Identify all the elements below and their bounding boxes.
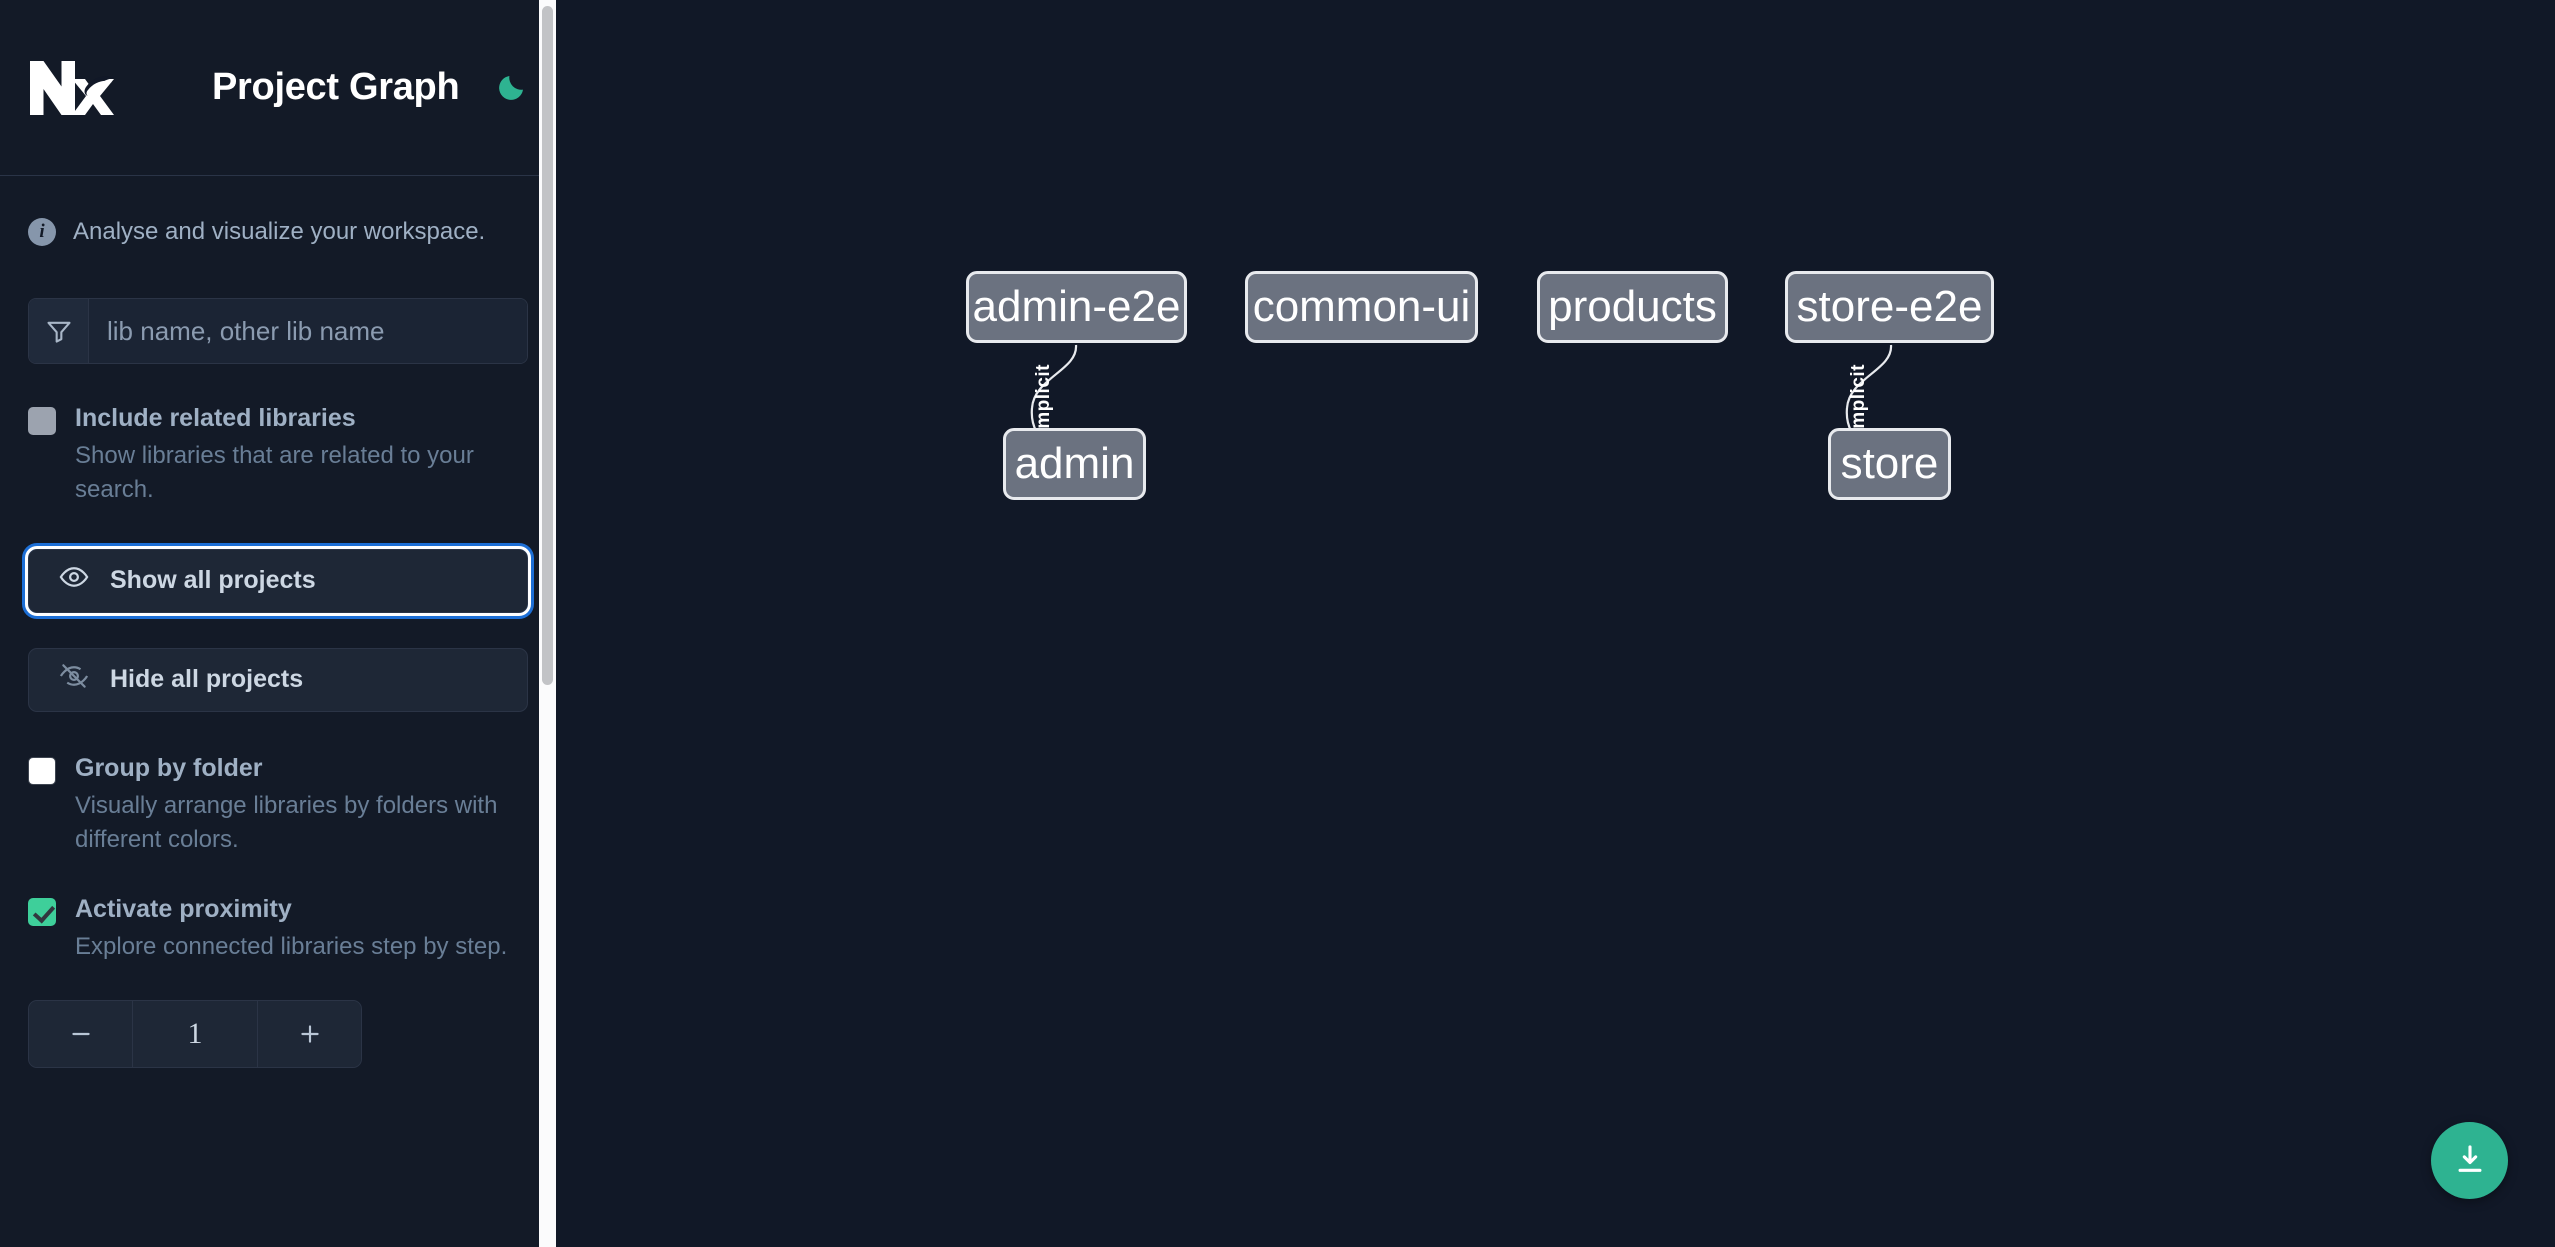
filter-bar (28, 298, 528, 364)
graph-node-store-e2e[interactable]: store-e2e (1785, 271, 1994, 343)
graph-node-admin[interactable]: admin (1003, 428, 1146, 500)
graph-node-common-ui[interactable]: common-ui (1245, 271, 1478, 343)
edge-label-implicit: implicit (1033, 364, 1054, 435)
moon-icon[interactable] (491, 68, 531, 108)
option-label: Group by folder (75, 753, 263, 782)
hide-all-projects-button[interactable]: Hide all projects (28, 647, 528, 712)
option-description: Explore connected libraries step by step… (75, 932, 508, 960)
hide-all-projects-label: Hide all projects (110, 665, 304, 694)
checkbox-activate-proximity[interactable] (28, 897, 56, 926)
proximity-stepper: 1 (28, 999, 362, 1068)
eye-off-icon (59, 661, 89, 698)
page-title: Project Graph (212, 66, 460, 108)
show-all-projects-label: Show all projects (110, 566, 316, 595)
nx-logo-icon (28, 57, 120, 119)
tagline: i Analyse and visualize your workspace. (28, 218, 528, 246)
funnel-icon[interactable] (29, 299, 89, 363)
show-all-projects-button[interactable]: Show all projects (25, 545, 531, 616)
proximity-value: 1 (187, 1016, 203, 1050)
option-description: Visually arrange libraries by folders wi… (75, 791, 498, 853)
minus-icon[interactable] (29, 1000, 133, 1067)
graph-node-store[interactable]: store (1828, 428, 1951, 500)
sidebar: Project Graph i Analyse and visualize yo… (0, 0, 556, 1247)
option-activate-proximity[interactable]: Activate proximity Explore connected lib… (28, 893, 528, 964)
info-icon: i (28, 218, 56, 246)
option-group-by-folder[interactable]: Group by folder Visually arrange librari… (28, 752, 528, 857)
download-button[interactable] (2431, 1122, 2508, 1199)
sidebar-scrollbar-track[interactable] (539, 0, 556, 1247)
graph-canvas[interactable]: implicit implicit admin-e2e common-ui pr… (556, 0, 2555, 1247)
sidebar-body: i Analyse and visualize your workspace. … (0, 218, 556, 1068)
option-include-related-libraries[interactable]: Include related libraries Show libraries… (28, 402, 528, 507)
graph-node-products[interactable]: products (1537, 271, 1728, 343)
tagline-text: Analyse and visualize your workspace. (73, 218, 486, 245)
edge-label-implicit: implicit (1848, 364, 1869, 435)
option-description: Show libraries that are related to your … (75, 441, 474, 503)
search-input[interactable] (89, 299, 527, 363)
download-icon (2453, 1142, 2487, 1179)
checkbox-group-by-folder[interactable] (28, 756, 56, 785)
option-label: Activate proximity (75, 894, 292, 923)
graph-node-admin-e2e[interactable]: admin-e2e (966, 271, 1187, 343)
sidebar-header: Project Graph (0, 0, 556, 176)
graph-edges (1030, 344, 1893, 455)
plus-icon[interactable] (257, 1000, 361, 1067)
option-label: Include related libraries (75, 404, 356, 432)
eye-icon (59, 562, 89, 599)
sidebar-scrollbar-thumb[interactable] (542, 6, 553, 685)
checkbox-include-related-libraries[interactable] (28, 407, 56, 435)
